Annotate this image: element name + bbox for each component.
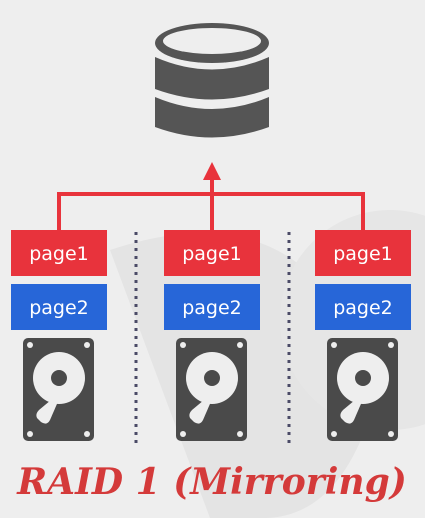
page1-block [164, 230, 260, 276]
hard-drive-icon [327, 338, 398, 441]
page2-label: page2 [29, 297, 89, 319]
page1-label: page1 [182, 243, 242, 265]
disk-1: page1 page2 [11, 230, 107, 441]
database-cylinder-icon [155, 23, 269, 138]
mirror-connector [57, 162, 365, 230]
page1-label: page1 [333, 243, 393, 265]
page2-label: page2 [333, 297, 393, 319]
page1-block [11, 230, 107, 276]
disk-dividers [134, 232, 291, 444]
page2-block [11, 284, 107, 330]
disk-3: page1 page2 [315, 230, 411, 441]
page2-block [164, 284, 260, 330]
arrow-up-icon [203, 162, 221, 180]
page2-label: page2 [182, 297, 242, 319]
hard-drive-icon [23, 338, 94, 441]
diagram-caption: RAID 1 (Mirroring) [16, 461, 407, 503]
page1-label: page1 [29, 243, 89, 265]
page1-block [315, 230, 411, 276]
disk-2: page1 page2 [164, 230, 260, 441]
hard-drive-icon [176, 338, 247, 441]
page2-block [315, 284, 411, 330]
